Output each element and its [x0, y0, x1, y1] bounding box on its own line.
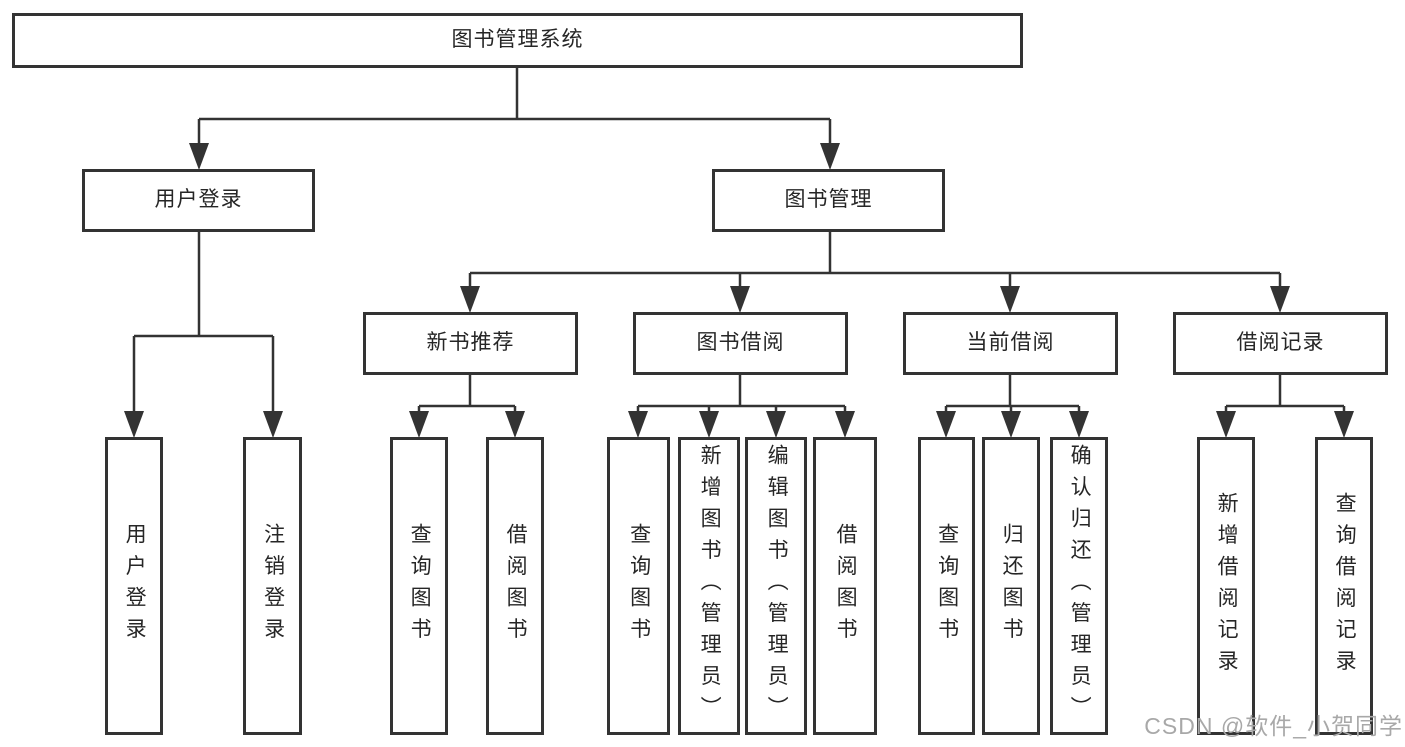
node-book-management: 图书管理	[712, 169, 945, 232]
node-book-management-system: 图书管理系统	[12, 13, 1023, 68]
leaf-logout: 注销登录	[243, 437, 302, 735]
leaf-confirm-return-admin: 确认归还（管理员）	[1050, 437, 1108, 735]
node-user-login: 用户登录	[82, 169, 315, 232]
leaf-return-books: 归还图书	[982, 437, 1040, 735]
leaf-user-login: 用户登录	[105, 437, 163, 735]
leaf-query-books-recommend: 查询图书	[390, 437, 448, 735]
node-current-borrowing: 当前借阅	[903, 312, 1118, 375]
leaf-edit-books-admin: 编辑图书（管理员）	[745, 437, 807, 735]
leaf-query-books-borrowing: 查询图书	[607, 437, 670, 735]
arrowhead-icons	[124, 143, 1354, 438]
leaf-borrow-books-recommend: 借阅图书	[486, 437, 544, 735]
leaf-query-borrow-record: 查询借阅记录	[1315, 437, 1373, 735]
node-borrowing-records: 借阅记录	[1173, 312, 1388, 375]
leaf-add-borrow-record: 新增借阅记录	[1197, 437, 1255, 735]
leaf-borrow-books: 借阅图书	[813, 437, 877, 735]
leaf-add-books-admin: 新增图书（管理员）	[678, 437, 740, 735]
csdn-watermark: CSDN @软件_小贺同学	[1144, 713, 1403, 739]
node-book-borrowing: 图书借阅	[633, 312, 848, 375]
leaf-query-books-current: 查询图书	[918, 437, 975, 735]
node-new-book-recommendation: 新书推荐	[363, 312, 578, 375]
